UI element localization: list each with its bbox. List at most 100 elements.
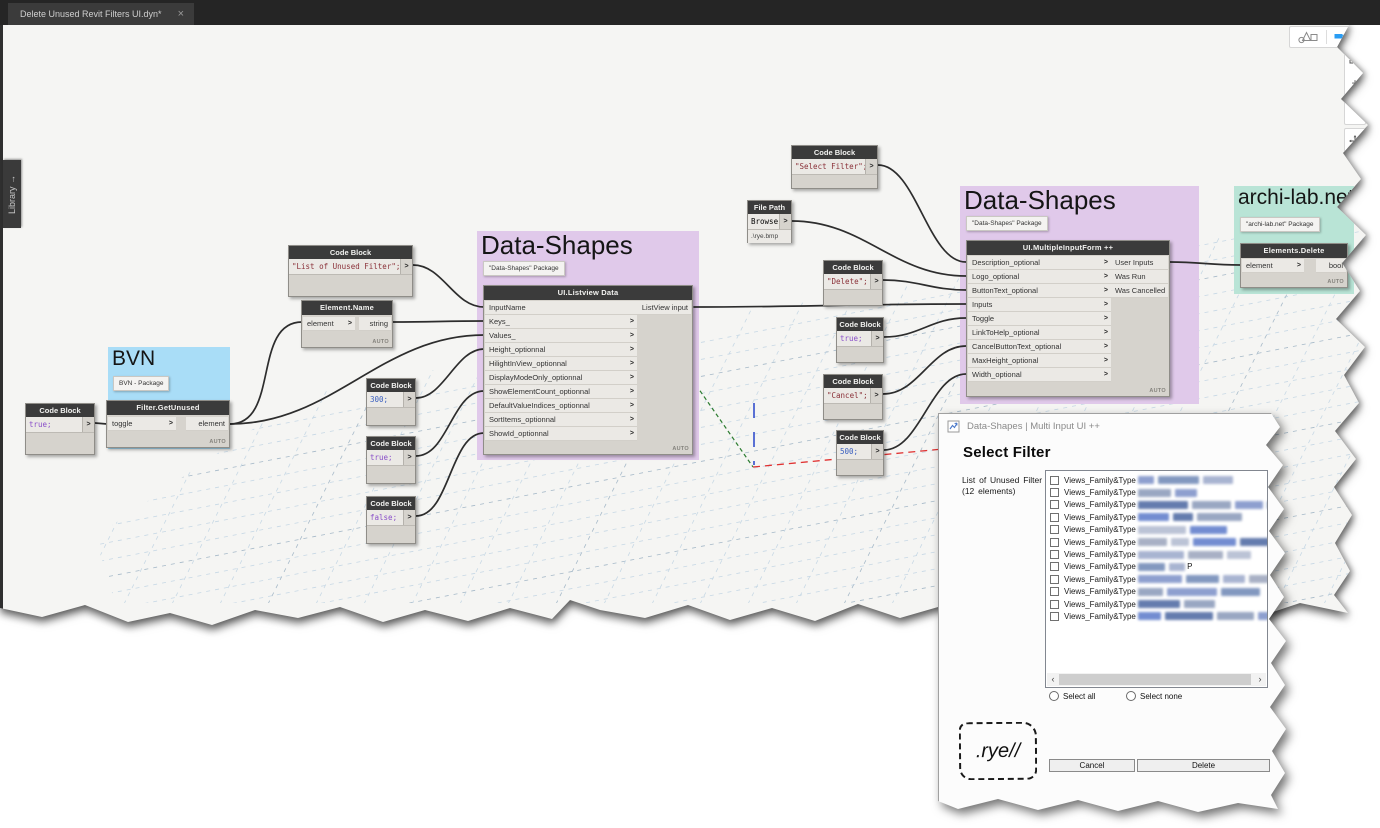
code-block-select-filter[interactable]: Code Block "Select Filter";>	[791, 145, 878, 189]
node-filter-getunused[interactable]: Filter.GetUnused toggle> element AUTO	[106, 400, 230, 448]
checkbox[interactable]	[1050, 587, 1059, 597]
input-port-element[interactable]: element>	[1242, 259, 1304, 273]
output-port-was run[interactable]: Was Run	[1111, 270, 1168, 284]
node-header[interactable]: UI.Listview Data	[484, 286, 692, 300]
code-block-header[interactable]: Code Block	[289, 246, 412, 259]
output-port[interactable]: >	[403, 510, 415, 525]
close-icon[interactable]: ×	[177, 8, 184, 20]
node-header[interactable]: UI.MultipleInputForm ++	[967, 241, 1169, 255]
code-block-header[interactable]: Code Block	[824, 261, 882, 274]
code-value[interactable]: true;	[367, 450, 403, 465]
code-block-delete[interactable]: Code Block "Delete";>	[823, 260, 883, 306]
input-port-keys_[interactable]: Keys_>	[485, 315, 637, 329]
scrollbar-thumb[interactable]	[1059, 674, 1251, 685]
wire[interactable]	[392, 320, 485, 323]
scroll-left-icon[interactable]: ‹	[1051, 674, 1055, 684]
checkbox[interactable]	[1050, 488, 1059, 498]
pan-icon[interactable]	[1345, 129, 1365, 153]
zoom-in-icon[interactable]: +	[1351, 76, 1359, 90]
note-archilab-package[interactable]: "archi-lab.net" Package	[1240, 217, 1320, 232]
node-ui-listview-data[interactable]: UI.Listview Data InputName>Keys_>Values_…	[483, 285, 693, 455]
wire[interactable]	[415, 390, 485, 457]
browse-button[interactable]: Browse...	[748, 214, 779, 229]
code-block-300[interactable]: Code Block 300;>	[366, 378, 416, 426]
zoom-out-icon[interactable]: −	[1351, 102, 1359, 116]
code-value[interactable]: 300;	[367, 392, 403, 407]
output-port[interactable]: >	[779, 214, 791, 229]
multi-input-dialog[interactable]: Data-Shapes | Multi Input UI ++ Select F…	[938, 413, 1286, 812]
output-port[interactable]: >	[403, 450, 415, 465]
note-bvn-package[interactable]: BVN - Package	[113, 376, 170, 391]
cancel-button[interactable]: Cancel	[1049, 759, 1135, 772]
radio-icon[interactable]	[1049, 691, 1059, 701]
input-port-buttontext_optional[interactable]: ButtonText_optional>	[968, 284, 1111, 298]
node-elements-delete[interactable]: Elements.Delete element> bool AUTO	[1240, 243, 1348, 288]
code-value[interactable]: 500;	[837, 444, 871, 459]
radio-select-all[interactable]: Select all	[1049, 691, 1095, 701]
wire[interactable]	[412, 264, 485, 308]
wire[interactable]	[415, 432, 485, 517]
wire[interactable]	[229, 334, 485, 425]
node-ui-multipleinputform[interactable]: UI.MultipleInputForm ++ Description_opti…	[966, 240, 1170, 397]
output-port[interactable]: >	[82, 417, 94, 432]
wire[interactable]	[882, 345, 967, 395]
code-value[interactable]: "Cancel";	[824, 388, 870, 403]
code-block-header[interactable]: Code Block	[837, 318, 883, 331]
code-block-header[interactable]: Code Block	[837, 431, 883, 444]
wire[interactable]	[94, 422, 108, 425]
output-port[interactable]: >	[870, 388, 882, 403]
input-port-maxheight_optional[interactable]: MaxHeight_optional>	[968, 354, 1111, 368]
node-header[interactable]: Filter.GetUnused	[107, 401, 229, 415]
code-block-header[interactable]: Code Block	[824, 375, 882, 388]
input-port-showelementcount_optionnal[interactable]: ShowElementCount_optionnal>	[485, 385, 637, 399]
checkbox[interactable]	[1050, 611, 1059, 621]
code-block-true-left[interactable]: Code Block true;>	[25, 403, 95, 455]
filter-list-item[interactable]: Views_Family&Type te Level)	[1050, 536, 1267, 548]
output-port-element[interactable]: element	[186, 417, 228, 431]
note-datashapes-package-2[interactable]: "Data-Shapes" Package	[966, 216, 1048, 231]
filter-list-item[interactable]: Views_Family&Type	[1050, 598, 1267, 610]
group-title[interactable]: archi-lab.net	[1238, 186, 1354, 209]
output-port[interactable]: >	[865, 159, 877, 174]
node-header[interactable]: File Path	[748, 201, 791, 214]
dialog-title-bar[interactable]: Data-Shapes | Multi Input UI ++	[939, 414, 1286, 438]
checkbox[interactable]	[1050, 562, 1059, 572]
code-value[interactable]: true;	[26, 417, 82, 432]
checkbox[interactable]	[1050, 550, 1059, 560]
output-port[interactable]: >	[400, 259, 412, 274]
input-port-linktohelp_optional[interactable]: LinkToHelp_optional>	[968, 326, 1111, 340]
filter-list-item[interactable]: Views_Family&Type P	[1050, 561, 1267, 573]
input-port-cancelbuttontext_optional[interactable]: CancelButtonText_optional>	[968, 340, 1111, 354]
wire[interactable]	[883, 373, 967, 451]
input-port-showid_optionnal[interactable]: ShowId_optionnal>	[485, 427, 637, 441]
filter-list-item[interactable]: Views_Family&Type	[1050, 474, 1267, 486]
code-block-header[interactable]: Code Block	[367, 437, 415, 450]
checkbox[interactable]	[1050, 537, 1059, 547]
code-block-false[interactable]: Code Block false;>	[366, 496, 416, 544]
input-port-hilightinview_optionnal[interactable]: HilightInView_optionnal>	[485, 357, 637, 371]
filter-list-item[interactable]: Views_Family&Type	[1050, 511, 1267, 523]
checkbox[interactable]	[1050, 599, 1059, 609]
scroll-right-icon[interactable]: ›	[1258, 674, 1262, 684]
filter-list-item[interactable]: Views_Family&Type	[1050, 486, 1267, 498]
node-header[interactable]: Element.Name	[302, 301, 392, 315]
output-port-was cancelled[interactable]: Was Cancelled	[1111, 284, 1168, 298]
filter-list-item[interactable]: Views_Family&Type	[1050, 573, 1267, 585]
code-block-header[interactable]: Code Block	[367, 379, 415, 392]
wire[interactable]	[882, 279, 967, 291]
library-panel-tab[interactable]: Library →	[3, 160, 21, 228]
input-port-description_optional[interactable]: Description_optional>	[968, 256, 1111, 270]
filter-list-item[interactable]: Views_Family&Type	[1050, 610, 1267, 622]
wire[interactable]	[415, 348, 485, 399]
filter-list-item[interactable]: Views_Family&Type	[1050, 586, 1267, 598]
code-block-500[interactable]: Code Block 500;>	[836, 430, 884, 476]
wire[interactable]	[229, 321, 303, 425]
wire[interactable]	[883, 317, 967, 338]
code-block-header[interactable]: Code Block	[792, 146, 877, 159]
output-port-user inputs[interactable]: User Inputs	[1111, 256, 1168, 270]
note-datashapes-package[interactable]: "Data-Shapes" Package	[483, 261, 565, 276]
checkbox[interactable]	[1050, 574, 1059, 584]
input-port-displaymodeonly_optionnal[interactable]: DisplayModeOnly_optionnal>	[485, 371, 637, 385]
code-value[interactable]: "List of Unused Filter";	[289, 259, 400, 274]
group-title[interactable]: BVN	[112, 347, 156, 370]
